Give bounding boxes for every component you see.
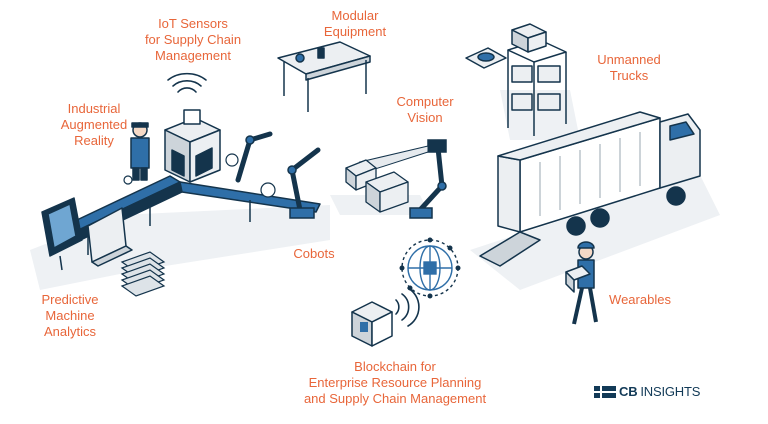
cbinsights-logo-mark-icon — [594, 385, 616, 398]
label-cobots: Cobots — [293, 246, 335, 261]
vision-boxes — [345, 159, 409, 213]
analytics-terminal — [41, 197, 133, 271]
label-blockchain: Blockchain for Enterprise Resource Plann… — [303, 359, 487, 406]
ar-worker-figure — [130, 122, 150, 181]
globe-parts — [123, 153, 276, 198]
label-iot-sensors: IoT Sensors for Supply Chain Management — [144, 16, 242, 63]
truck-icon — [479, 111, 701, 267]
label-computer-vision: Computer Vision — [396, 94, 454, 125]
logo-text-strong: CB — [619, 384, 638, 399]
paper-stack — [120, 251, 166, 297]
iot-scanner-gate — [164, 109, 221, 183]
wifi-icon — [167, 72, 420, 327]
warehouse-shelf — [465, 23, 567, 136]
label-industrial-ar: Industrial Augmented Reality — [60, 101, 128, 148]
worker-icon — [565, 241, 598, 325]
logo-text-light: INSIGHTS — [640, 384, 701, 399]
label-unmanned-trucks: Unmanned Trucks — [597, 52, 661, 83]
cube-icon — [351, 301, 393, 347]
modular-workbench — [277, 41, 371, 112]
cobot-joints — [245, 135, 447, 219]
label-modular-equipment: Modular Equipment — [323, 8, 387, 39]
blockchain-nodes — [399, 237, 461, 299]
label-wearables: Wearables — [609, 292, 671, 307]
label-predictive-analytics: Predictive Machine Analytics — [41, 292, 99, 339]
